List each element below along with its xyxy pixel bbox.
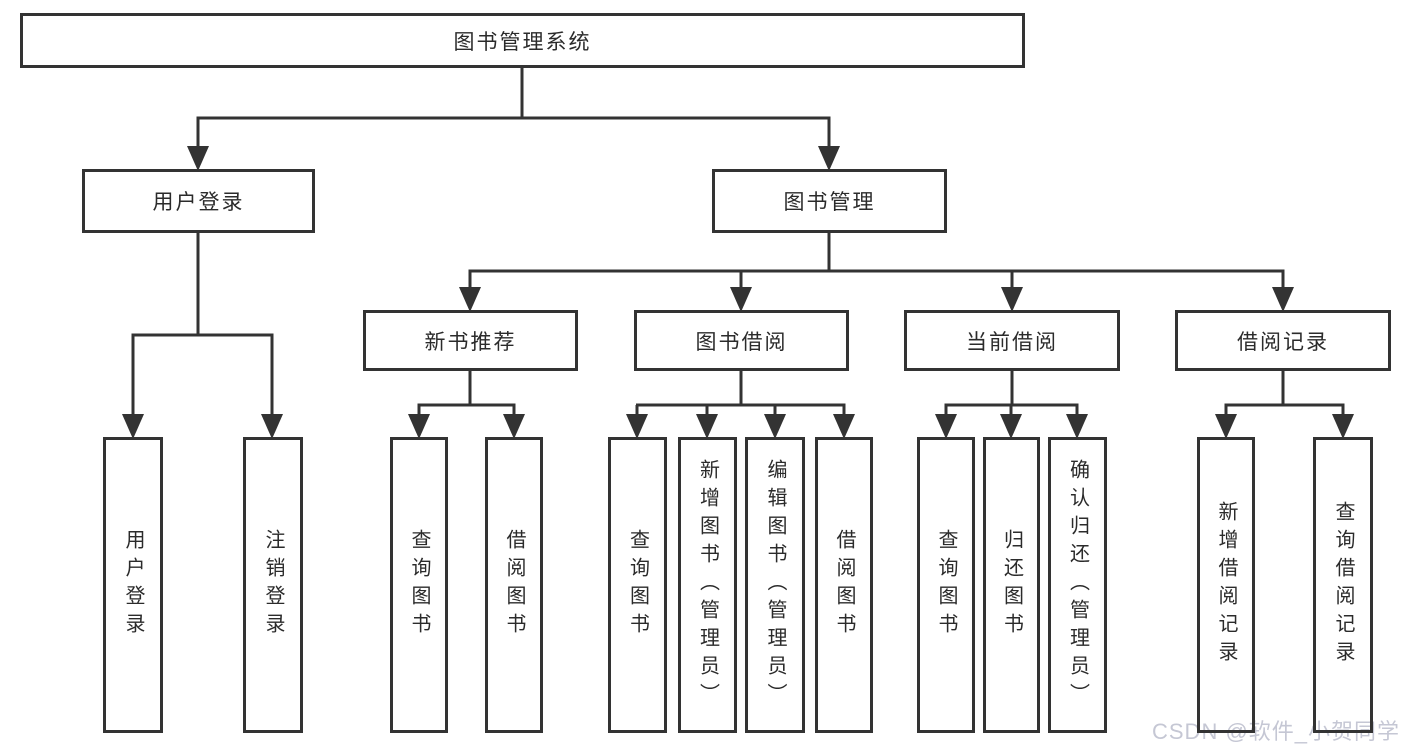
leaf-add-books-admin: 新增图书（管理员）	[678, 437, 737, 733]
node-book-management-label: 图书管理	[783, 191, 876, 214]
leaf-add-books-admin-label: 新增图书（管理员）	[696, 459, 719, 711]
csdn-watermark: CSDN @软件_小贺同学	[1152, 719, 1401, 744]
node-root: 图书管理系统	[20, 13, 1025, 68]
node-book-borrowing: 图书借阅	[634, 310, 849, 371]
node-root-label: 图书管理系统	[453, 30, 592, 54]
leaf-edit-books-admin: 编辑图书（管理员）	[745, 437, 805, 733]
leaf-return-books-label: 归还图书	[1000, 529, 1023, 641]
leaf-confirm-return-admin-label: 确认归还（管理员）	[1066, 459, 1089, 711]
node-book-management: 图书管理	[712, 169, 947, 233]
leaf-borrowing-query-books-label: 查询图书	[626, 529, 649, 641]
node-current-borrowing-label: 当前借阅	[966, 330, 1058, 354]
leaf-query-borrow-record: 查询借阅记录	[1313, 437, 1373, 733]
leaf-confirm-return-admin: 确认归还（管理员）	[1048, 437, 1107, 733]
node-user-login: 用户登录	[82, 169, 315, 233]
leaf-newbook-borrow-books-label: 借阅图书	[503, 529, 525, 641]
leaf-edit-books-admin-label: 编辑图书（管理员）	[764, 459, 786, 711]
leaf-user-login-label: 用户登录	[122, 529, 144, 641]
node-current-borrowing: 当前借阅	[904, 310, 1120, 371]
leaf-borrowing-borrow-books-label: 借阅图书	[833, 529, 855, 641]
leaf-logout: 注销登录	[243, 437, 303, 733]
leaf-current-query-books-label: 查询图书	[935, 529, 957, 641]
leaf-add-borrow-record: 新增借阅记录	[1197, 437, 1255, 733]
leaf-newbook-query-books: 查询图书	[390, 437, 448, 733]
leaf-newbook-query-books-label: 查询图书	[408, 529, 430, 641]
node-user-login-label: 用户登录	[152, 191, 245, 214]
leaf-query-borrow-record-label: 查询借阅记录	[1332, 501, 1354, 669]
leaf-return-books: 归还图书	[983, 437, 1040, 733]
leaf-borrowing-borrow-books: 借阅图书	[815, 437, 873, 733]
leaf-newbook-borrow-books: 借阅图书	[485, 437, 543, 733]
leaf-borrowing-query-books: 查询图书	[608, 437, 667, 733]
node-book-borrowing-label: 图书借阅	[695, 330, 788, 354]
node-new-book-recommend: 新书推荐	[363, 310, 578, 371]
node-borrowing-records: 借阅记录	[1175, 310, 1391, 371]
node-borrowing-records-label: 借阅记录	[1237, 330, 1329, 354]
leaf-logout-label: 注销登录	[262, 529, 284, 641]
leaf-user-login: 用户登录	[103, 437, 163, 733]
leaf-current-query-books: 查询图书	[917, 437, 975, 733]
leaf-add-borrow-record-label: 新增借阅记录	[1215, 501, 1237, 669]
node-new-book-recommend-label: 新书推荐	[424, 330, 517, 354]
arrowhead-icons	[122, 146, 1354, 439]
